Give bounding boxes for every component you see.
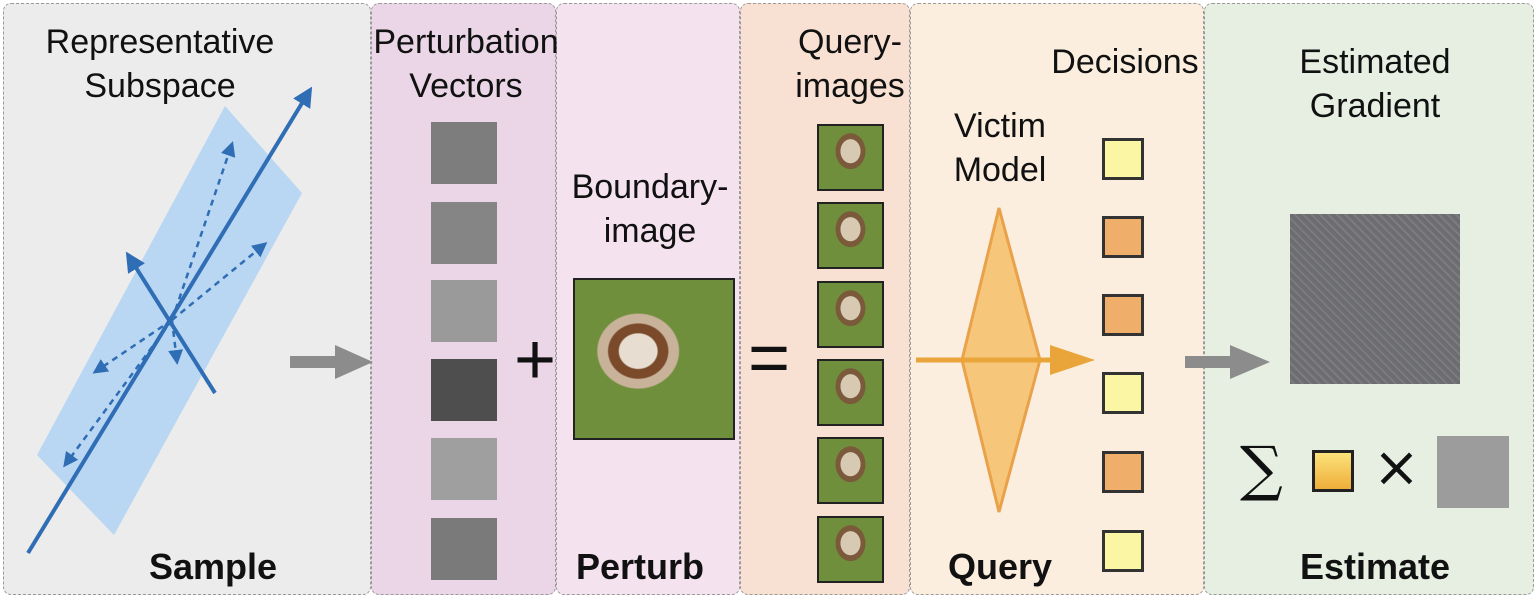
arrow-to-estimate <box>1185 345 1270 379</box>
perturbation-title-line1: Perturbation <box>373 23 559 61</box>
perturbation-vectors-title: Perturbation Vectors <box>361 20 571 108</box>
plus-symbol: + <box>514 320 557 400</box>
subspace-title-line1: Representative <box>45 23 275 61</box>
perturbation-vector-term <box>1437 436 1509 508</box>
query-image <box>817 124 884 191</box>
arrow-to-perturbation <box>290 345 373 379</box>
query-images-title-line1: Query- <box>798 23 902 61</box>
query-image <box>817 516 884 583</box>
perturbation-vector <box>431 202 497 264</box>
estimate-label: Estimate <box>1299 546 1451 587</box>
decision-square <box>1102 451 1144 493</box>
perturbation-title-line2: Vectors <box>409 67 523 105</box>
query-image <box>817 437 884 504</box>
boundary-image <box>573 278 735 440</box>
query-image <box>817 359 884 426</box>
query-label: Query <box>947 546 1053 587</box>
decision-square <box>1102 138 1144 180</box>
query-image <box>817 281 884 348</box>
equals-symbol: = <box>748 318 791 398</box>
perturbation-vector <box>431 518 497 580</box>
times-symbol: × <box>1373 435 1420 500</box>
decisions-title: Decisions <box>1051 43 1199 81</box>
query-panel <box>910 3 1204 595</box>
boundary-title-line1: Boundary- <box>571 168 729 206</box>
gradient-title-line1: Estimated <box>1299 43 1451 81</box>
perturbation-vector <box>431 280 497 342</box>
boundary-title-line2: image <box>603 212 697 250</box>
sampled-vectors <box>63 141 268 468</box>
query-image <box>817 202 884 269</box>
estimated-gradient-title: Estimated Gradient <box>1270 40 1480 128</box>
query-images-title: Query- images <box>760 20 940 108</box>
subspace-title: Representative Subspace <box>20 20 300 108</box>
boundary-image-title: Boundary- image <box>545 165 755 253</box>
sum-symbol: ∑ <box>1240 434 1283 504</box>
decision-square <box>1102 294 1144 336</box>
decision-square <box>1102 372 1144 414</box>
sample-label: Sample <box>148 546 278 587</box>
query-images-title-line2: images <box>795 67 905 105</box>
perturbation-vector <box>431 122 497 184</box>
perturb-label: Perturb <box>575 546 705 587</box>
estimated-gradient-image <box>1290 214 1460 384</box>
decision-square <box>1102 530 1144 572</box>
victim-model <box>916 207 1095 513</box>
victim-model-title-line2: Model <box>953 151 1047 189</box>
gradient-title-line2: Gradient <box>1309 87 1441 125</box>
subspace-diagram <box>26 86 313 555</box>
decision-square <box>1102 216 1144 258</box>
victim-model-title: Victim Model <box>915 104 1085 192</box>
perturbation-vector <box>431 359 497 421</box>
decision-weight-square <box>1312 450 1354 492</box>
subspace-title-line2: Subspace <box>84 67 236 105</box>
perturbation-vector <box>431 438 497 500</box>
victim-model-title-line1: Victim <box>954 107 1046 145</box>
